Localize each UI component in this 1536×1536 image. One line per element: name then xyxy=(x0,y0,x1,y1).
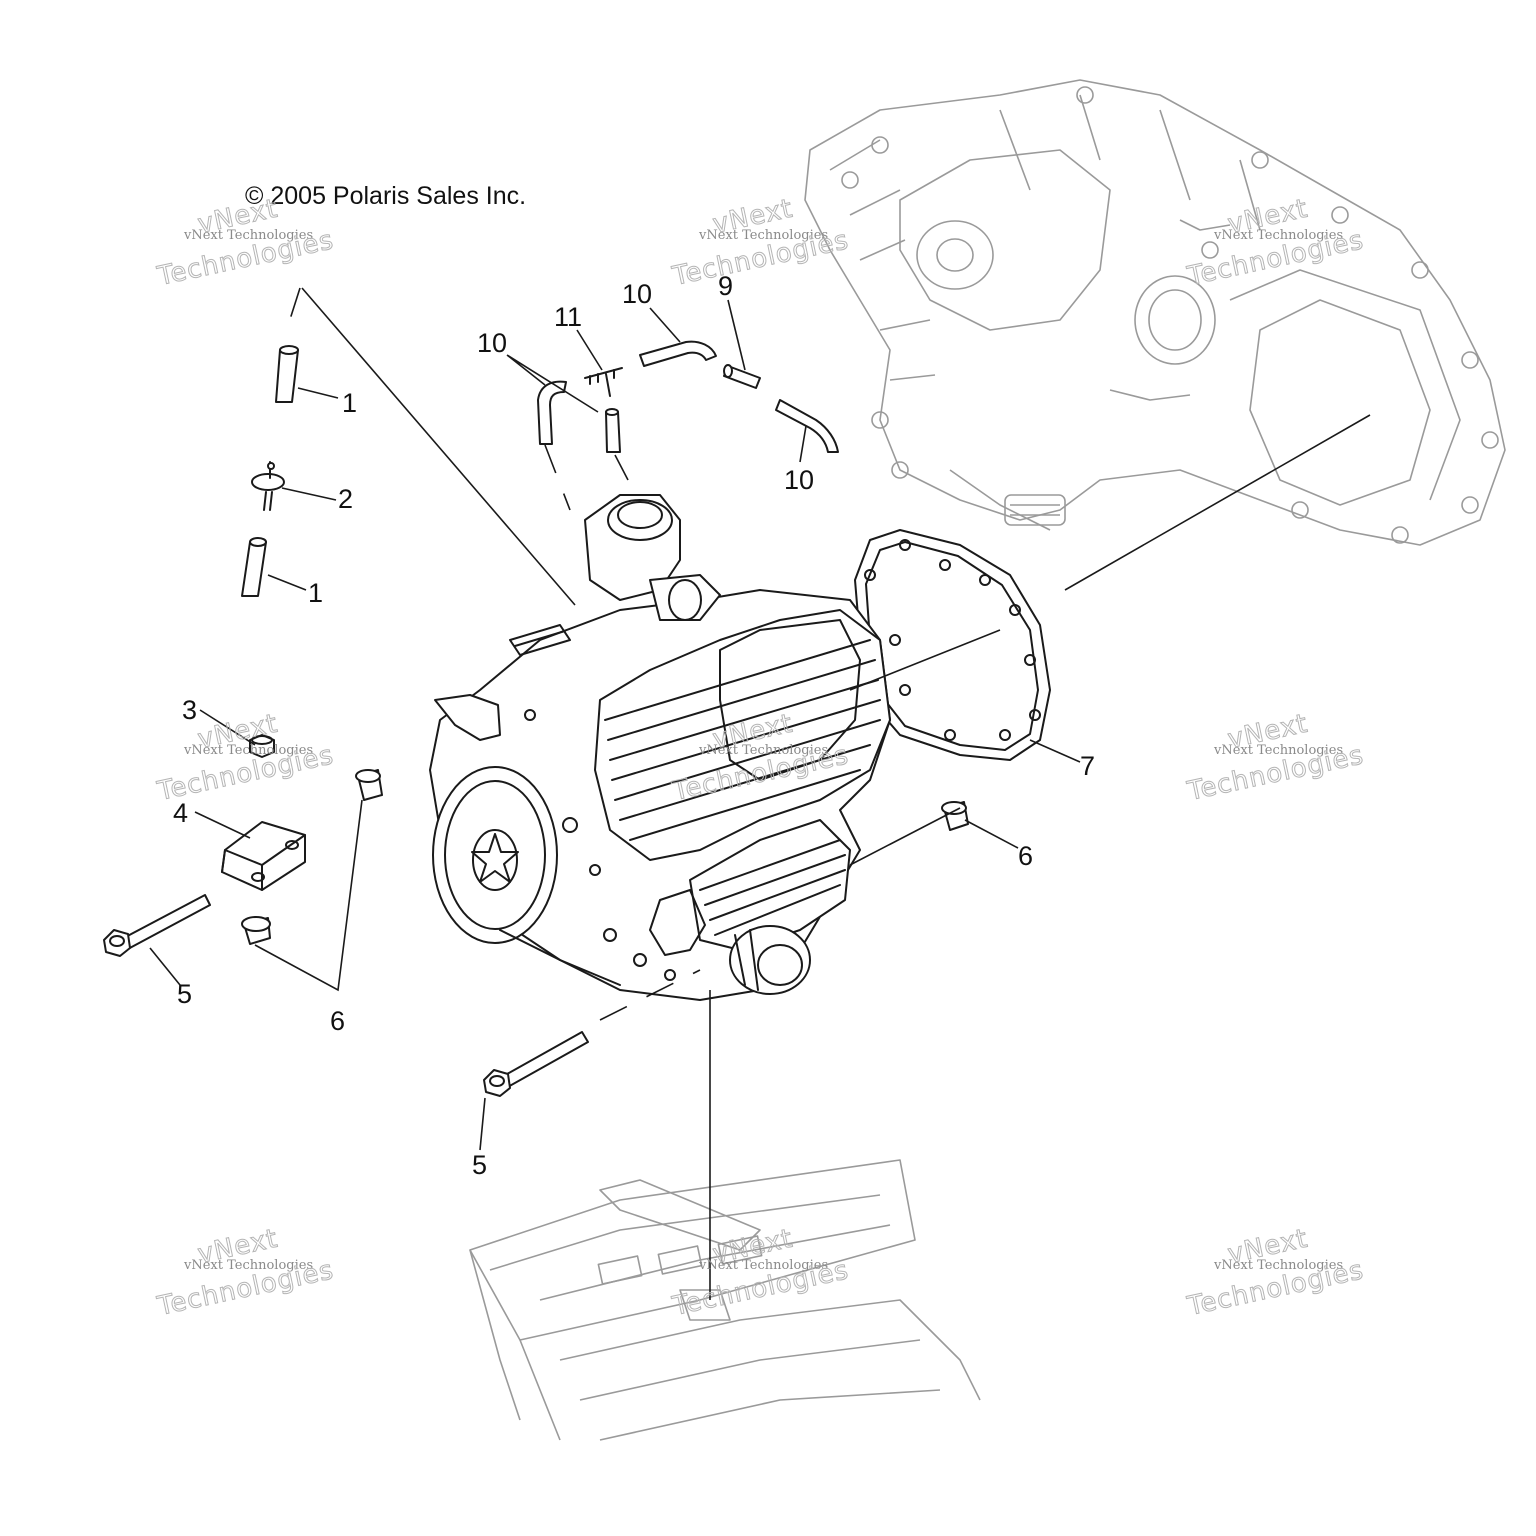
watermark-small-text: vNext Technologies xyxy=(1213,1258,1343,1273)
bolt-left xyxy=(103,894,211,957)
watermark-top-right: vNext vNext Technologies Technologies xyxy=(1184,193,1367,292)
callout-10-left: 10 xyxy=(477,328,507,358)
nut xyxy=(249,734,275,758)
transmission-housing xyxy=(804,79,1506,546)
callout-5-left: 5 xyxy=(177,979,192,1009)
callout-6-right: 6 xyxy=(1018,841,1033,871)
leader-lines xyxy=(149,287,1371,1300)
callout-1-upper: 1 xyxy=(342,388,357,418)
watermark-small-text: vNext Technologies xyxy=(1213,743,1343,758)
callout-10-top: 10 xyxy=(622,279,652,309)
watermark-small-text: vNext Technologies xyxy=(1213,228,1343,243)
callout-1-lower: 1 xyxy=(308,578,323,608)
watermark-bottom-left: vNext vNext Technologies Technologies xyxy=(154,1223,337,1322)
hose-pin-lower xyxy=(241,537,267,597)
bushing-right xyxy=(941,801,969,831)
engine-assembly xyxy=(429,494,891,1001)
callout-9: 9 xyxy=(718,271,733,301)
hose-pin-upper xyxy=(275,345,299,403)
callout-7: 7 xyxy=(1080,751,1095,781)
callout-2: 2 xyxy=(338,484,353,514)
vent-hoses xyxy=(537,340,839,453)
watermark-small-text: vNext Technologies xyxy=(183,228,313,243)
mount-bracket xyxy=(221,821,306,891)
callout-6-left: 6 xyxy=(330,1006,345,1036)
check-valve xyxy=(251,461,285,511)
callout-4: 4 xyxy=(173,798,188,828)
callout-11: 11 xyxy=(554,302,582,332)
copyright-notice: © 2005 Polaris Sales Inc. xyxy=(245,182,526,210)
bolt-lower xyxy=(483,1031,589,1097)
bushing-lower-left xyxy=(241,916,271,945)
watermark-top-center: vNext vNext Technologies Technologies xyxy=(669,193,852,292)
callout-3: 3 xyxy=(182,695,197,725)
watermark-mid-right: vNext vNext Technologies Technologies xyxy=(1184,708,1367,807)
bushing-upper-left xyxy=(355,769,383,801)
watermark-bottom-right: vNext vNext Technologies Technologies xyxy=(1184,1223,1367,1322)
watermark-small-text: vNext Technologies xyxy=(698,228,828,243)
watermark-small-text: vNext Technologies xyxy=(698,743,828,758)
watermark-small-text: vNext Technologies xyxy=(183,1258,313,1273)
callout-10-right: 10 xyxy=(784,465,814,495)
watermark-top-left: vNext vNext Technologies Technologies xyxy=(154,193,337,292)
polaris-star-logo-icon xyxy=(471,833,519,883)
callout-5-lower: 5 xyxy=(472,1150,487,1180)
watermark-small-text: vNext Technologies xyxy=(183,743,313,758)
frame-rails xyxy=(469,1159,981,1441)
watermark-small-text: vNext Technologies xyxy=(698,1258,828,1273)
callout-labels: 1 2 1 3 4 5 6 5 6 7 9 10 10 10 11 xyxy=(173,271,1095,1180)
watermark-bottom-center: vNext vNext Technologies Technologies xyxy=(669,1223,852,1322)
